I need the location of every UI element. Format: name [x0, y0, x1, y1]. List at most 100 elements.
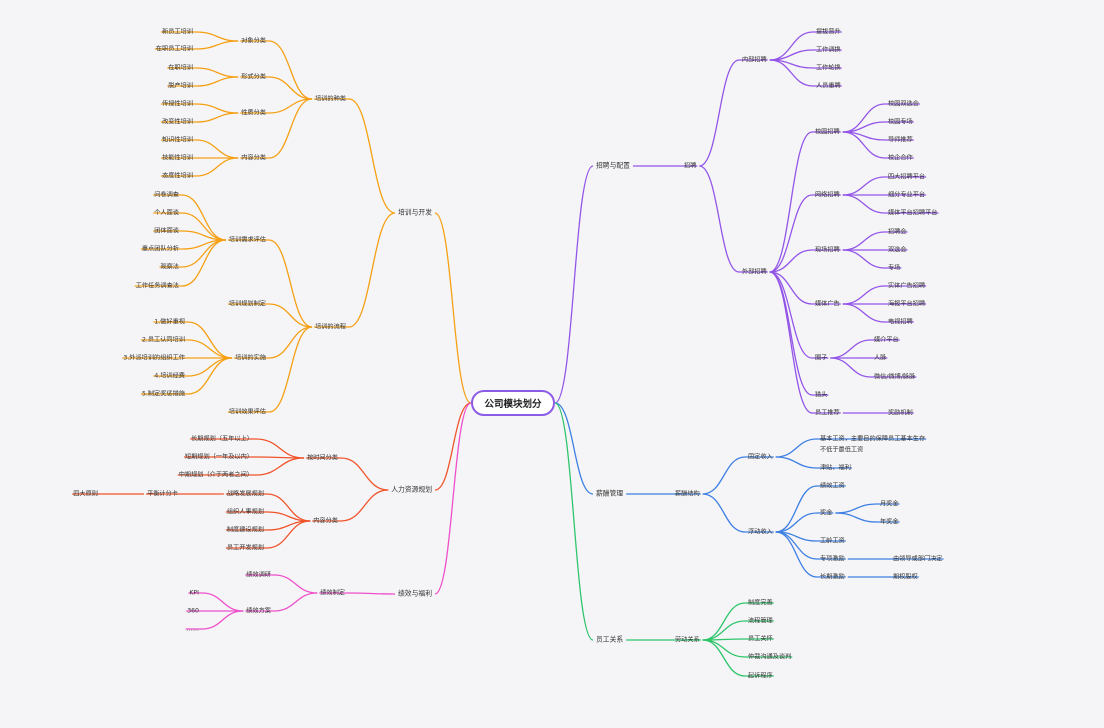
topic-t-flow[interactable]: 培训的流程 [315, 323, 346, 331]
topic-t-obj[interactable]: 对象分类 [241, 37, 266, 45]
topic-p-time[interactable]: 按时间分类 [307, 454, 338, 462]
topic-p-cont[interactable]: 内容分类 [313, 517, 338, 525]
topic-s-flo1[interactable]: 绩效工资 [820, 482, 845, 490]
topic-t-need6[interactable]: 工作任务调查法 [135, 282, 179, 290]
topic-r-camp[interactable]: 校园招聘 [815, 128, 840, 136]
topic-b-plan[interactable]: 人力资源规划 [391, 485, 432, 494]
topic-r-site3[interactable]: 专场 [888, 264, 901, 272]
topic-r-circle2[interactable]: 人脉 [874, 354, 887, 362]
topic-r-in1[interactable]: 提拔晋升 [816, 28, 841, 36]
topic-t-impl1[interactable]: 1.做好重视 [154, 318, 185, 326]
topic-t-need[interactable]: 培训需求评估 [228, 236, 266, 244]
topic-t-kind[interactable]: 培训的种类 [315, 95, 346, 103]
topic-t-nat[interactable]: 性质分类 [241, 109, 266, 117]
topic-f-make[interactable]: 绩效制定 [320, 589, 345, 597]
topic-p-cont3[interactable]: 制度建设规划 [226, 526, 264, 534]
topic-t-con3[interactable]: 态度性培训 [162, 172, 193, 180]
topic-t-eval[interactable]: 培训效果评估 [228, 408, 266, 416]
topic-t-con2[interactable]: 技能性培训 [162, 154, 193, 162]
topic-t-need2[interactable]: 个人面谈 [154, 209, 179, 217]
topic-t-plan[interactable]: 培训规划制定 [228, 300, 266, 308]
topic-s-fix1b[interactable]: 不低于最低工资 [820, 446, 864, 454]
topic-s-str[interactable]: 薪酬结构 [675, 490, 700, 498]
topic-t-impl5[interactable]: 5.制定奖惩措施 [141, 390, 185, 398]
topic-s-bonus[interactable]: 奖金 [820, 509, 833, 517]
topic-r-circle1[interactable]: 媒介平台 [874, 336, 899, 344]
topic-s-fix2[interactable]: 津贴、福利 [820, 464, 851, 472]
topic-r-net1[interactable]: 四大招聘平台 [888, 173, 926, 181]
topic-p-bsc[interactable]: 平衡计分卡 [147, 490, 178, 498]
topic-t-impl3[interactable]: 3.外派培训的组织工作 [123, 354, 185, 362]
topic-b-train[interactable]: 培训与开发 [398, 208, 432, 217]
topic-s-flo[interactable]: 浮动收入 [748, 528, 773, 536]
topic-f-res[interactable]: 绩效调研 [246, 571, 271, 579]
topic-t-impl4[interactable]: 4.培训经费 [154, 372, 185, 380]
topic-t-need4[interactable]: 重点团队分析 [141, 245, 179, 253]
topic-b-perf[interactable]: 绩效与福利 [398, 589, 432, 598]
topic-t-impl2[interactable]: 2.员工认同培训 [141, 336, 185, 344]
topic-e-lab5[interactable]: 起诉程序 [748, 672, 773, 680]
topic-e-lab2[interactable]: 流程管理 [748, 617, 773, 625]
root-topic[interactable]: 公司模块划分 [471, 390, 555, 416]
topic-r-out[interactable]: 外部招聘 [742, 268, 767, 276]
topic-r-camp4[interactable]: 校企合作 [888, 154, 913, 162]
topic-b-rec[interactable]: 招聘与配置 [596, 161, 630, 170]
topic-r-circle[interactable]: 圈子 [815, 354, 828, 362]
topic-r-site[interactable]: 现场招聘 [815, 246, 840, 254]
topic-b-sal[interactable]: 薪酬管理 [596, 489, 624, 498]
topic-t-need1[interactable]: 问卷调查 [154, 191, 179, 199]
topic-r-net2[interactable]: 细分专业平台 [888, 191, 926, 199]
topic-r-ref1[interactable]: 奖励机制 [888, 409, 913, 417]
topic-r-camp3[interactable]: 导师推荐 [888, 136, 913, 144]
topic-f-etc[interactable]: …… [186, 625, 199, 633]
topic-e-lab3[interactable]: 员工关怀 [748, 635, 773, 643]
topic-r-in[interactable]: 内部招聘 [742, 56, 767, 64]
topic-s-long1[interactable]: 期权股权 [893, 573, 918, 581]
topic-t-form2[interactable]: 脱产培训 [168, 82, 193, 90]
topic-p-cont2[interactable]: 组织人事规划 [226, 508, 264, 516]
topic-p-four[interactable]: 四大原则 [73, 490, 98, 498]
topic-s-bonus1[interactable]: 月奖金 [880, 500, 899, 508]
topic-s-flo3[interactable]: 工龄工资 [820, 537, 845, 545]
topic-r-media1[interactable]: 实体广告招聘 [888, 282, 926, 290]
topic-t-con1[interactable]: 知识性培训 [162, 136, 193, 144]
topic-r-head[interactable]: 猎头 [815, 391, 828, 399]
topic-r-media[interactable]: 媒体广告 [815, 300, 840, 308]
topic-p-cont4[interactable]: 员工开发规划 [226, 544, 264, 552]
topic-e-lab4[interactable]: 仲裁沟通及谈判 [748, 653, 792, 661]
topic-r-camp2[interactable]: 校园专场 [888, 118, 913, 126]
topic-r-in4[interactable]: 人员重聘 [816, 82, 841, 90]
topic-r-media3[interactable]: 电视招聘 [888, 318, 913, 326]
topic-r-rec[interactable]: 招聘 [684, 162, 697, 170]
topic-s-bonus2[interactable]: 年奖金 [880, 518, 899, 526]
topic-t-obj2[interactable]: 在职员工培训 [155, 45, 193, 53]
topic-t-con[interactable]: 内容分类 [241, 154, 266, 162]
topic-p-cont1[interactable]: 战略发展规划 [226, 490, 264, 498]
topic-r-in3[interactable]: 工作轮换 [816, 64, 841, 72]
topic-t-form1[interactable]: 在职培训 [168, 64, 193, 72]
topic-r-ref[interactable]: 员工推荐 [815, 409, 840, 417]
topic-s-proj[interactable]: 专项激励 [820, 555, 845, 563]
topic-b-rel[interactable]: 员工关系 [596, 635, 624, 644]
topic-s-fix[interactable]: 固定收入 [748, 453, 773, 461]
topic-r-in2[interactable]: 工作调换 [816, 46, 841, 54]
topic-r-net[interactable]: 网络招聘 [815, 191, 840, 199]
topic-s-long[interactable]: 长期激励 [820, 573, 845, 581]
topic-s-proj1[interactable]: 由领导或部门决定 [893, 555, 943, 563]
topic-f-360[interactable]: 360 [187, 607, 199, 615]
topic-r-circle3[interactable]: 微信/微博/脉脉 [874, 373, 916, 381]
topic-r-net3[interactable]: 媒体平台招聘平台 [888, 209, 938, 217]
topic-f-kpi[interactable]: KPI [189, 589, 199, 597]
topic-s-fix1a[interactable]: 基本工资，主要目的保障员工基本生存 [820, 435, 926, 443]
topic-r-site2[interactable]: 双选会 [888, 246, 907, 254]
topic-r-site1[interactable]: 招聘会 [888, 228, 907, 236]
topic-t-need5[interactable]: 观察法 [160, 263, 179, 271]
topic-e-lab1[interactable]: 制度完善 [748, 599, 773, 607]
topic-t-obj1[interactable]: 新员工培训 [162, 28, 193, 36]
topic-p-time2[interactable]: 短期规划（一年及以内） [184, 453, 253, 461]
topic-f-plan[interactable]: 绩效方案 [246, 607, 271, 615]
topic-t-impl[interactable]: 培训的实施 [235, 354, 266, 362]
topic-t-need3[interactable]: 团体面谈 [154, 227, 179, 235]
topic-p-time3[interactable]: 中期规划（介于两者之间） [178, 471, 253, 479]
topic-t-nat1[interactable]: 传授性培训 [162, 100, 193, 108]
